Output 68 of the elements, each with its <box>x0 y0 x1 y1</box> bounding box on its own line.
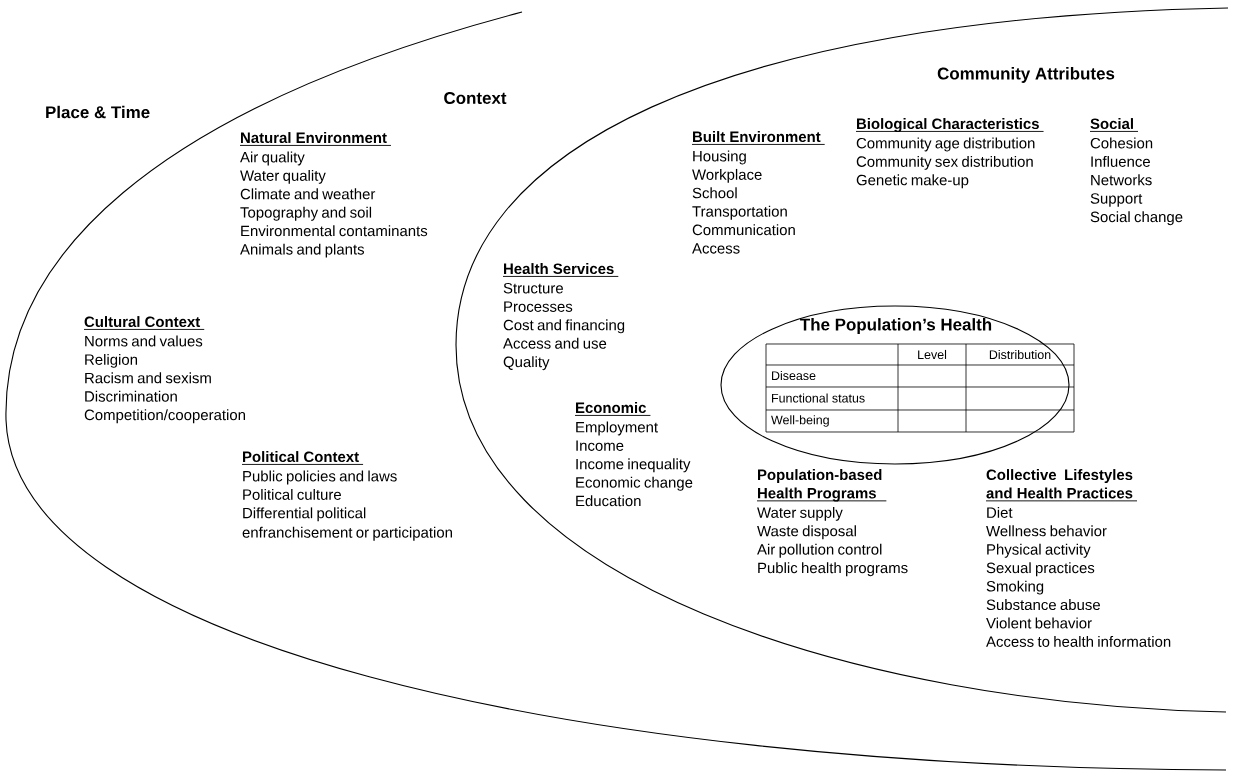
list-item: Water quality <box>240 169 326 184</box>
list-item: Environmental contaminants <box>241 225 428 237</box>
list-item: Air quality <box>240 151 305 166</box>
list-item: Community age distribution <box>856 137 1035 152</box>
list-item: Violent behavior <box>986 617 1092 629</box>
list-item: Community sex distribution <box>856 155 1033 170</box>
list-item: Physical activity <box>987 543 1091 558</box>
category-heading: Social <box>1089 118 1139 132</box>
list-item: Cost and financing <box>503 319 625 334</box>
list-item: Influence <box>1091 155 1150 167</box>
list-item: Public policies and laws <box>243 470 397 485</box>
table-cell: Level <box>918 349 947 360</box>
list-item: Smoking <box>986 580 1044 595</box>
list-item: Diet <box>987 506 1013 518</box>
category-heading: Political Context <box>241 451 364 465</box>
list-item: Networks <box>1091 174 1152 186</box>
list-item: Support <box>1090 193 1143 207</box>
list-item: Genetic make-up <box>856 174 969 189</box>
list-item: Access <box>692 243 740 254</box>
table-cell: Functional status <box>772 393 865 403</box>
list-item: Norms and values <box>85 335 203 347</box>
region-label: Community Attributes <box>937 67 1115 83</box>
list-item: Income <box>576 440 624 451</box>
list-item: Water supply <box>757 506 843 521</box>
list-item: School <box>692 187 737 199</box>
list-item: Economic change <box>576 476 693 491</box>
list-item: Communication <box>692 224 795 236</box>
list-item: Processes <box>504 301 573 312</box>
category-heading: Population-based Health Programs <box>756 469 887 502</box>
list-item: Differential political enfranchisement or participation <box>242 507 452 541</box>
list-item: Discrimination <box>85 390 177 402</box>
region-label: Context <box>444 92 507 104</box>
list-item: Quality <box>503 356 550 371</box>
list-item: Income inequality <box>576 458 691 473</box>
list-item: Education <box>576 495 641 507</box>
list-item: Waste disposal <box>757 525 856 540</box>
list-item: Cohesion <box>1090 137 1153 149</box>
category-heading: Cultural Context <box>83 316 205 330</box>
category-heading: Economic <box>574 402 651 416</box>
list-item: Political culture <box>243 488 341 500</box>
list-item: Climate and weather <box>240 188 376 200</box>
category-heading: Health Services <box>502 263 619 277</box>
list-item: Social change <box>1090 211 1183 226</box>
list-item: Transportation <box>692 205 787 220</box>
list-item: Religion <box>85 353 137 368</box>
list-item: Sexual practices <box>986 562 1095 577</box>
list-item: Public health programs <box>758 562 908 577</box>
list-item: Competition/cooperation <box>84 409 245 424</box>
category-heading: Biological Characteristics <box>855 118 1044 133</box>
list-item: Wellness behavior <box>986 525 1107 537</box>
category-heading: Natural Environment <box>239 132 392 146</box>
list-item: Access and use <box>503 337 607 349</box>
list-item: Housing <box>693 150 746 165</box>
list-item: Access to health information <box>986 635 1171 647</box>
list-item: Racism and sexism <box>85 372 211 384</box>
region-label: Place & Time <box>46 105 150 119</box>
table-cell: Disease <box>772 370 816 381</box>
list-item: Animals and plants <box>240 243 365 258</box>
list-item: Structure <box>503 282 563 294</box>
list-item: Topography and soil <box>240 206 372 221</box>
category-heading: Collective Lifestyles and Health Practices <box>985 469 1138 502</box>
table-cell: Distribution <box>989 349 1051 360</box>
list-item: Workplace <box>692 168 762 183</box>
category-heading: Built Environment <box>691 131 826 145</box>
list-item: Air pollution control <box>757 543 882 558</box>
list-item: Employment <box>576 421 658 436</box>
table-cell: Well-being <box>771 415 829 427</box>
list-item: Substance abuse <box>986 599 1100 611</box>
